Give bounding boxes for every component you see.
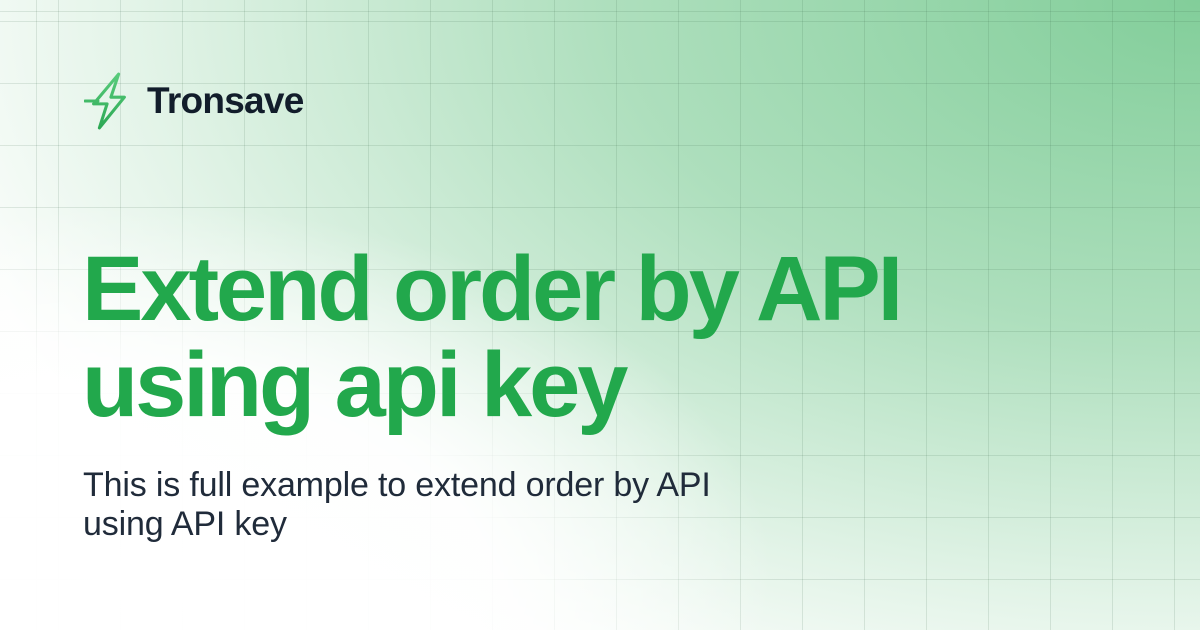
brand: Tronsave (84, 72, 304, 130)
title-line-2: using api key (82, 333, 628, 436)
brand-name: Tronsave (147, 80, 304, 121)
page-subtitle: This is full example to extend order by … (83, 466, 711, 545)
title-line-1: Extend order by API (82, 238, 903, 340)
page-title: Extend order by API using api key (82, 238, 903, 436)
subtitle-line-2: using API key (83, 505, 287, 544)
lightning-bolt-icon (84, 72, 126, 130)
subtitle-line-1: This is full example to extend order by … (83, 466, 711, 504)
